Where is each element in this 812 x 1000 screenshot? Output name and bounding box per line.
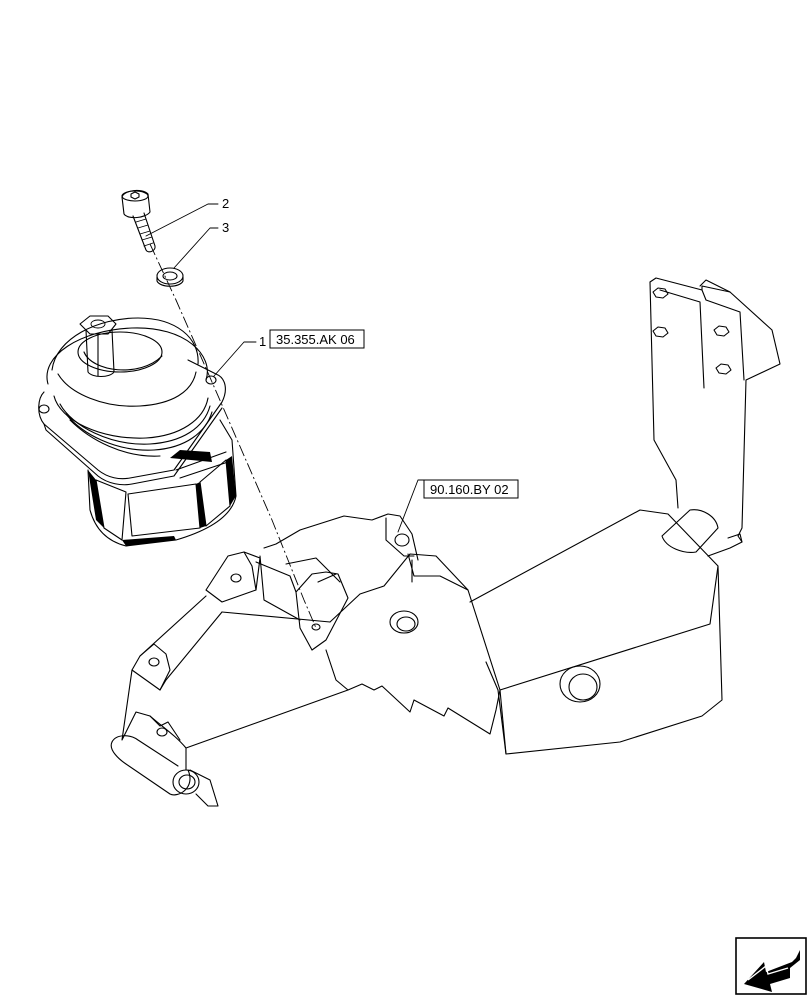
ref-box-bracket[interactable]: 90.160.BY 02 — [423, 479, 519, 499]
ref-joystick-text: 35.355.AK 06 — [276, 332, 355, 347]
callout-1: 1 — [259, 334, 266, 349]
callout-2: 2 — [222, 196, 229, 211]
cap-screw — [121, 189, 156, 253]
ref-box-joystick[interactable]: 35.355.AK 06 — [269, 329, 365, 349]
centerline — [149, 243, 317, 629]
leader-lines — [145, 203, 425, 533]
navigation-arrow-icon[interactable] — [735, 937, 807, 995]
washer — [156, 267, 184, 287]
callout-3: 3 — [222, 220, 229, 235]
bolt-heads — [652, 287, 732, 375]
ref-bracket-text: 90.160.BY 02 — [430, 482, 509, 497]
mounting-bracket — [110, 277, 781, 807]
joystick-control-unit — [38, 315, 237, 547]
